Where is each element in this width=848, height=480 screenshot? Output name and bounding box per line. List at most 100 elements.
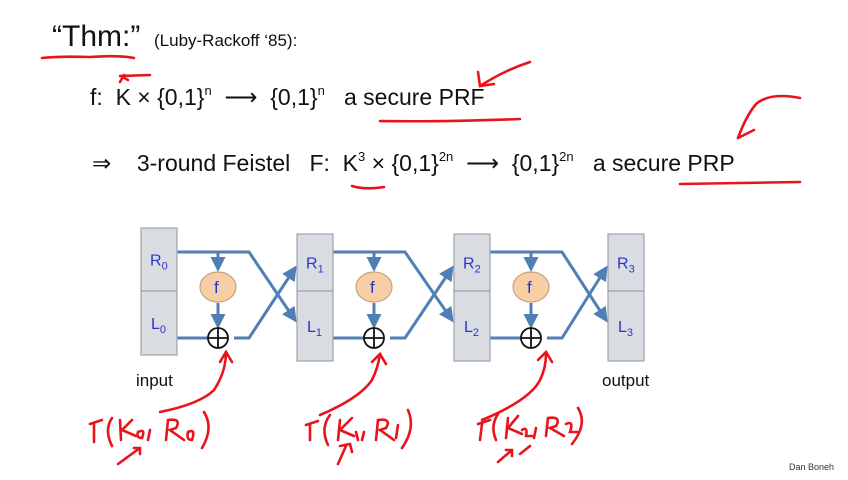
times-symbol: × — [371, 150, 386, 176]
arrow-to-xor0 — [158, 350, 228, 414]
annot-key-arrow-head — [118, 73, 130, 84]
xor-icon — [207, 327, 229, 349]
key-space: K — [342, 150, 359, 176]
hw-k2 — [504, 414, 534, 440]
left-half-box — [453, 290, 491, 362]
codomain-exp: 2n — [559, 149, 574, 164]
prp-statement: ⇒ 3-round Feistel F: K3 × {0,1}2n ⟶ {0,1… — [92, 149, 735, 177]
func-F: F: — [309, 150, 330, 176]
hw-k2-pointer — [496, 444, 532, 464]
domain-set: {0,1} — [391, 150, 439, 176]
xor-to-next-r-wire — [234, 265, 297, 340]
input-label: input — [136, 371, 173, 390]
arrow-to-xor1 — [318, 352, 382, 417]
arrow-prp-head — [736, 128, 756, 140]
left-half-box — [140, 290, 178, 356]
arrow-to-xor0-head — [218, 349, 234, 364]
f-block-1: f — [199, 271, 237, 303]
f-block-3: f — [512, 271, 550, 303]
citation: (Luby-Rackoff ‘85): — [154, 31, 298, 50]
xor-icon — [520, 327, 542, 349]
hw-comma2 — [532, 426, 538, 440]
maps-to-arrow: ⟶ — [466, 150, 500, 176]
feistel-desc: 3-round Feistel — [136, 150, 291, 176]
codomain-exp: n — [317, 83, 325, 98]
f-label: f — [370, 278, 375, 297]
hw-sub0 — [136, 429, 145, 440]
domain-exp: 2n — [438, 149, 454, 164]
round-1 — [177, 250, 297, 340]
round-3 — [490, 250, 608, 340]
maps-to-arrow: ⟶ — [224, 84, 258, 110]
hw-k0-pointer — [116, 446, 142, 466]
xor-to-next-r-wire — [547, 265, 608, 340]
left-half-box — [296, 290, 334, 362]
hw-f1 — [304, 419, 320, 442]
implies-symbol: ⇒ — [92, 150, 112, 176]
hw-R2 — [544, 416, 580, 438]
func-f: f: — [90, 84, 103, 110]
right-half-subscript: 0 — [162, 261, 168, 273]
f-label: f — [527, 278, 532, 297]
right-half-box — [140, 227, 178, 292]
underline-k3 — [350, 184, 386, 190]
underline-prf — [378, 117, 522, 123]
r-to-next-l-wire — [177, 250, 297, 323]
key-exp: 3 — [358, 149, 366, 164]
codomain-set: {0,1} — [270, 84, 318, 110]
arrow-to-xor2 — [480, 352, 548, 422]
right-half-subscript: 3 — [629, 264, 635, 276]
domain-exp: n — [204, 83, 212, 98]
r-to-next-l-wire — [490, 250, 608, 323]
right-half-subscript: 1 — [318, 264, 324, 276]
output-label: output — [602, 371, 650, 390]
f-label: f — [214, 278, 219, 297]
underline-prp — [678, 180, 802, 186]
arrow-to-xor1-head — [370, 351, 388, 366]
hw-f0 — [88, 418, 104, 444]
prf-claim: a secure PRF — [344, 84, 485, 110]
right-half-box — [607, 233, 645, 292]
codomain-set: {0,1} — [511, 150, 560, 176]
left-half-subscript: 3 — [627, 327, 633, 339]
round-2 — [333, 250, 454, 340]
hw-k1-pointer — [336, 442, 354, 466]
domain-set: {0,1} — [157, 84, 205, 110]
hw-paren2-close — [570, 406, 584, 446]
underline-thm — [40, 54, 136, 60]
arrow-to-xor2-head — [536, 349, 554, 364]
hw-k1 — [336, 416, 360, 442]
left-half-box — [607, 290, 645, 362]
prf-statement: f: K × {0,1}n ⟶ {0,1}n a secure PRF — [90, 83, 485, 111]
r-to-next-l-wire — [333, 250, 454, 323]
wires — [177, 250, 608, 340]
left-half-subscript: 1 — [316, 327, 322, 339]
author-credit: Dan Boneh — [788, 462, 834, 472]
right-half-box — [296, 233, 334, 292]
hw-f2 — [476, 418, 492, 442]
hw-paren0 — [106, 416, 114, 448]
hw-paren0-close — [200, 410, 210, 450]
hw-comma1 — [360, 430, 366, 442]
hw-R1 — [374, 418, 400, 442]
key-space: K — [115, 84, 131, 110]
hw-paren1-close — [400, 408, 413, 450]
f-ellipse — [355, 271, 393, 303]
f-block-2: f — [355, 271, 393, 303]
hw-paren2 — [492, 412, 500, 442]
xor-icon — [363, 327, 385, 349]
left-half-subscript: 0 — [160, 324, 166, 336]
times-symbol: × — [137, 84, 151, 110]
hw-comma0 — [146, 428, 152, 442]
prp-claim: a secure PRP — [592, 150, 735, 176]
xor-to-next-r-wire — [390, 265, 454, 340]
right-half-subscript: 2 — [475, 264, 481, 276]
arrow-prf-stem — [478, 60, 532, 88]
